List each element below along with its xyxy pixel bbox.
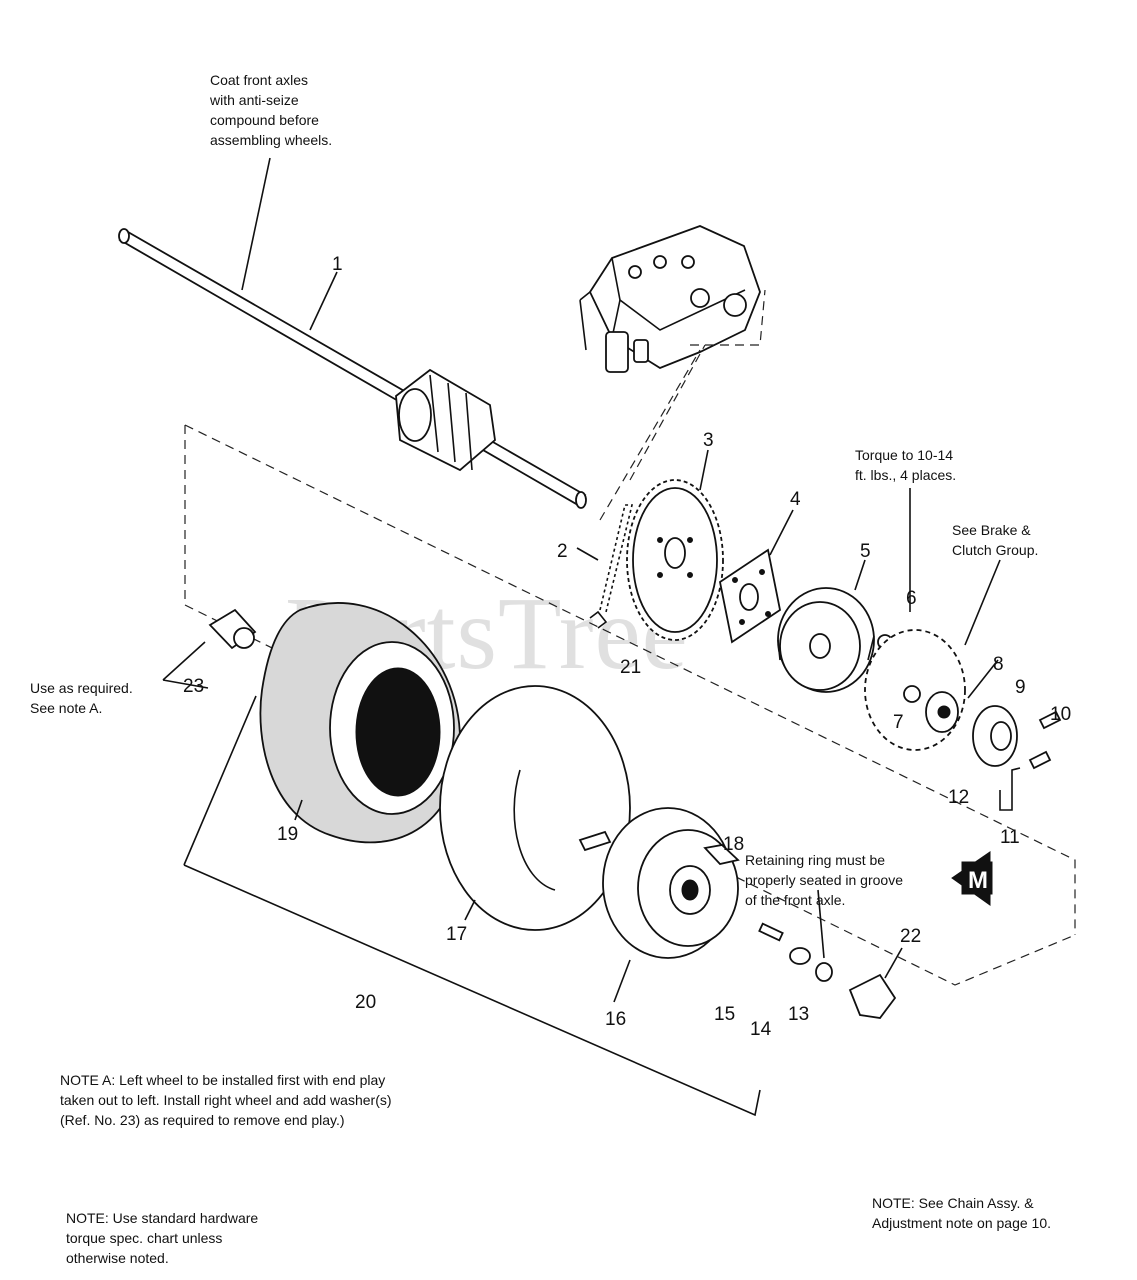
- note-torque: Torque to 10-14 ft. lbs., 4 places.: [855, 447, 957, 483]
- hub: [925, 691, 959, 733]
- inner-tube: [439, 685, 631, 931]
- axle-cap: [848, 973, 897, 1019]
- callout-20: 20: [355, 992, 376, 1013]
- hub-cap: [972, 705, 1018, 767]
- note-standard-hardware: NOTE: Use standard hardware torque spec.…: [66, 1210, 259, 1266]
- sprocket: [626, 479, 724, 641]
- tire: [259, 602, 461, 844]
- callout-2: 2: [557, 541, 568, 562]
- flat-washer: [789, 947, 811, 965]
- mounting-plate: [718, 548, 782, 644]
- key-pin: [999, 767, 1021, 811]
- callout-18: 18: [723, 834, 744, 855]
- valve-stem: [703, 844, 740, 865]
- callout-17: 17: [446, 924, 467, 945]
- brake-drum: [777, 587, 875, 693]
- callout-11: 11: [1000, 827, 1020, 848]
- note-a: NOTE A: Left wheel to be installed first…: [60, 1072, 392, 1128]
- bolt: [1028, 710, 1062, 770]
- callout-21: 21: [620, 657, 641, 678]
- pin: [758, 922, 784, 942]
- front-axle: [118, 228, 587, 509]
- wheel-rim: [602, 807, 739, 959]
- note-coat-axles: Coat front axles with anti-seize compoun…: [210, 72, 333, 148]
- callout-4: 4: [790, 489, 801, 510]
- note-use-as-required: Use as required. See note A.: [30, 680, 133, 716]
- section-badge: M: [951, 851, 993, 906]
- callout-10: 10: [1050, 704, 1071, 725]
- callout-14: 14: [750, 1019, 772, 1040]
- note-retaining-ring: Retaining ring must be properly seated i…: [745, 852, 903, 908]
- note-chain-assy: NOTE: See Chain Assy. & Adjustment note …: [872, 1195, 1052, 1231]
- callout-9: 9: [1015, 677, 1026, 698]
- washer: [903, 685, 921, 703]
- callout-15: 15: [714, 1004, 735, 1025]
- transaxle-housing: [579, 225, 761, 373]
- chain-clip: [589, 610, 608, 629]
- callout-6: 6: [906, 588, 917, 609]
- callout-1: 1: [332, 254, 343, 275]
- note-brake-clutch: See Brake & Clutch Group.: [952, 522, 1039, 558]
- callout-19: 19: [277, 824, 298, 845]
- chain-path-outline: [599, 289, 766, 521]
- callout-23: 23: [183, 676, 204, 697]
- callout-12: 12: [948, 787, 969, 808]
- spacer-washer: [208, 608, 257, 650]
- callout-7: 7: [893, 712, 904, 733]
- callout-16: 16: [605, 1009, 626, 1030]
- section-badge-letter: M: [968, 867, 988, 894]
- callout-numbers: 1 2 3 4 5 6 7 8 9 10 11 12 13 14 15 16 1…: [183, 254, 1071, 1040]
- retaining-ring: [815, 962, 833, 982]
- callout-22: 22: [900, 926, 921, 947]
- drive-chain: [599, 504, 634, 613]
- leader-lines: [162, 157, 1001, 1117]
- callout-13: 13: [788, 1004, 809, 1025]
- callout-5: 5: [860, 541, 871, 562]
- callout-3: 3: [703, 430, 714, 451]
- callout-8: 8: [993, 654, 1004, 675]
